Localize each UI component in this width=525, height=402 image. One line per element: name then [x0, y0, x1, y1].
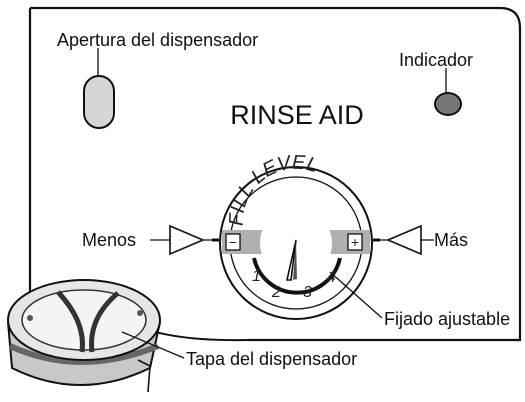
- leader-fijado: [329, 271, 383, 319]
- label-fijado: Fijado ajustable: [384, 309, 510, 329]
- dispenser-opening: [83, 75, 115, 129]
- dial-level-arc: [252, 257, 342, 295]
- mas-arrow: [385, 224, 422, 256]
- plus-box: [347, 233, 363, 251]
- dial-pointer: [286, 239, 297, 281]
- dial-number-3: 3: [303, 284, 312, 301]
- indicator-dot: [434, 92, 462, 116]
- label-indicador: Indicador: [399, 50, 473, 70]
- dial-number-2: 2: [271, 284, 281, 301]
- rinse-aid-title: RINSE AID: [230, 100, 364, 130]
- leader-tapa: [121, 331, 185, 359]
- dial-number-1: 1: [252, 268, 261, 285]
- dial-number-4: 4: [327, 269, 336, 286]
- label-apertura: Apertura del dispensador: [57, 30, 258, 50]
- label-tapa: Tapa del dispensador: [186, 349, 357, 369]
- label-mas: Más: [434, 230, 468, 250]
- dispenser-cap: [7, 279, 161, 393]
- minus-box: [225, 233, 241, 251]
- plus-symbol: +: [351, 234, 359, 250]
- dial-pointer-shadow: [293, 240, 297, 280]
- minus-symbol: −: [229, 234, 237, 250]
- label-menos: Menos: [82, 230, 136, 250]
- menos-arrow: [169, 224, 206, 256]
